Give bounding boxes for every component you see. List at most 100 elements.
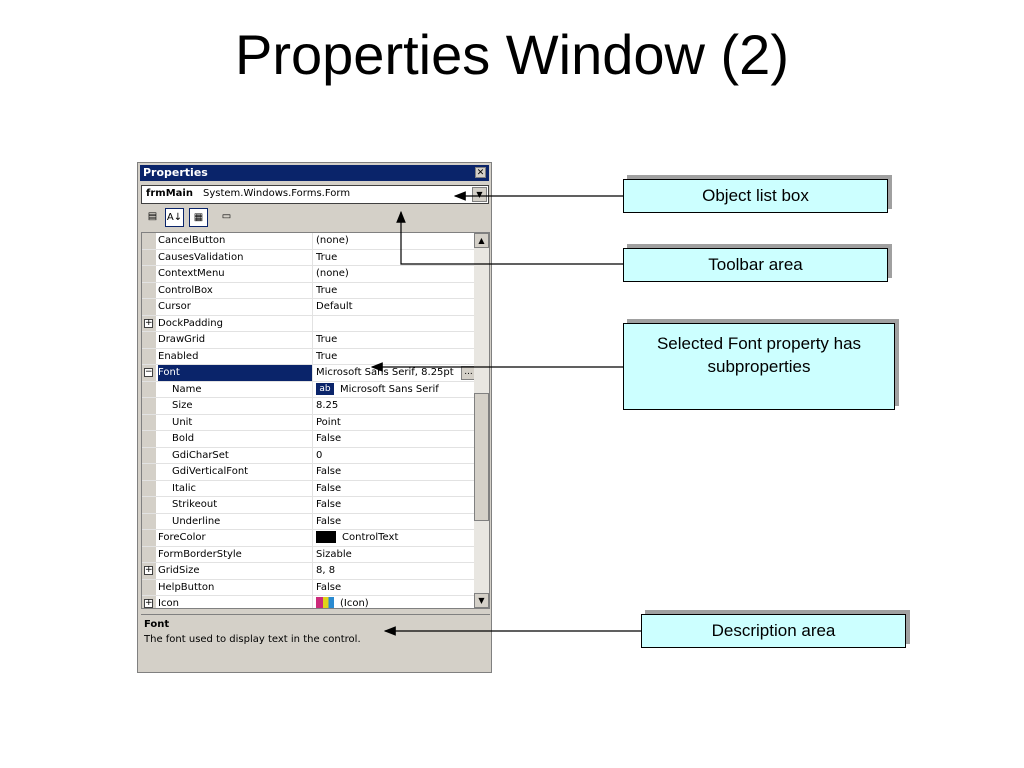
property-name[interactable]: CancelButton <box>158 233 313 249</box>
expand-icon[interactable]: + <box>144 598 153 608</box>
row-gutter <box>142 332 156 348</box>
property-name[interactable]: HelpButton <box>158 579 313 595</box>
object-list-box[interactable]: frmMain System.Windows.Forms.Form ▼ <box>141 185 489 204</box>
property-value[interactable]: Default <box>316 299 476 315</box>
property-row-cancelbutton[interactable]: CancelButton(none) <box>142 233 476 250</box>
property-name[interactable]: Font <box>158 365 313 381</box>
categorized-icon[interactable]: ▤ <box>147 211 158 222</box>
property-value[interactable]: False <box>316 464 476 480</box>
property-name[interactable]: Cursor <box>158 299 313 315</box>
property-name[interactable]: Strikeout <box>158 497 313 513</box>
property-value[interactable]: False <box>316 497 476 513</box>
scroll-down-icon[interactable]: ▼ <box>474 593 489 608</box>
property-value[interactable]: (Icon) <box>316 596 476 608</box>
properties-window: Properties ✕ frmMain System.Windows.Form… <box>137 162 492 673</box>
property-name[interactable]: Bold <box>158 431 313 447</box>
close-icon[interactable]: ✕ <box>475 167 486 178</box>
property-name[interactable]: CausesValidation <box>158 249 313 265</box>
collapse-icon[interactable]: − <box>144 367 153 377</box>
property-value[interactable]: True <box>316 349 476 365</box>
toolbar: ▤ A↓ ▦ ▭ <box>141 207 489 231</box>
row-gutter <box>142 233 156 249</box>
property-value[interactable]: 0 <box>316 448 476 464</box>
property-name[interactable]: ForeColor <box>158 530 313 546</box>
property-value[interactable]: True <box>316 332 476 348</box>
property-value[interactable]: Sizable <box>316 547 476 563</box>
properties-icon[interactable]: ▦ <box>189 208 208 227</box>
property-row-icon[interactable]: + Icon(Icon) <box>142 596 476 608</box>
property-pages-icon[interactable]: ▭ <box>221 211 232 222</box>
property-value[interactable]: 8, 8 <box>316 563 476 579</box>
property-name[interactable]: Icon <box>158 596 313 608</box>
property-name[interactable]: Size <box>158 398 313 414</box>
property-value[interactable]: 8.25 <box>316 398 476 414</box>
property-value-text: True <box>316 334 338 345</box>
property-value[interactable]: True <box>316 283 476 299</box>
property-name[interactable]: DrawGrid <box>158 332 313 348</box>
property-row-dockpadding[interactable]: + DockPadding <box>142 315 476 332</box>
property-value-text: Point <box>316 416 341 428</box>
scroll-thumb[interactable] <box>474 393 489 521</box>
row-gutter <box>142 381 156 397</box>
property-name[interactable]: Name <box>158 381 313 397</box>
property-value-text: (none) <box>316 235 349 246</box>
property-name[interactable]: Italic <box>158 480 313 496</box>
property-name[interactable]: DockPadding <box>158 315 313 331</box>
property-value-text: 8, 8 <box>316 565 336 576</box>
property-name[interactable]: FormBorderStyle <box>158 546 313 562</box>
property-value[interactable]: False <box>316 481 476 497</box>
property-name[interactable]: GdiCharSet <box>158 447 313 463</box>
alphabetical-icon[interactable]: A↓ <box>165 208 184 227</box>
chevron-down-icon[interactable]: ▼ <box>472 187 487 202</box>
property-value[interactable]: Point <box>316 415 476 431</box>
property-value[interactable]: True <box>316 250 476 266</box>
property-name[interactable]: Enabled <box>158 348 313 364</box>
property-name[interactable]: GdiVerticalFont <box>158 464 313 480</box>
callout-toolbar-area: Toolbar area <box>623 248 888 282</box>
vertical-scrollbar[interactable]: ▲ ▼ <box>474 233 489 608</box>
property-name[interactable]: Underline <box>158 513 313 529</box>
expand-icon[interactable]: + <box>144 317 153 328</box>
scroll-up-icon[interactable]: ▲ <box>474 233 489 248</box>
property-row-contextmenu[interactable]: ContextMenu(none) <box>142 266 476 283</box>
row-gutter <box>142 579 156 595</box>
property-name[interactable]: Unit <box>158 414 313 430</box>
property-name[interactable]: ControlBox <box>158 282 313 298</box>
property-value[interactable]: False <box>316 580 476 596</box>
property-value[interactable]: ControlText <box>316 530 476 546</box>
property-value[interactable]: False <box>316 431 476 447</box>
property-value-text: (none) <box>316 268 349 279</box>
property-value[interactable]: Microsoft Sans Serif, 8.25pt <box>316 365 476 381</box>
window-titlebar: Properties ✕ <box>140 165 489 181</box>
property-value-text: False <box>316 466 342 477</box>
form-icon-preview-icon <box>316 597 334 608</box>
property-name[interactable]: GridSize <box>158 563 313 579</box>
property-name[interactable]: ContextMenu <box>158 266 313 282</box>
expand-icon[interactable]: + <box>144 565 153 575</box>
property-value[interactable]: (none) <box>316 233 476 249</box>
property-value-text: False <box>316 433 342 444</box>
property-value[interactable]: False <box>316 514 476 530</box>
property-value[interactable]: (none) <box>316 266 476 282</box>
property-value-text: True <box>316 284 338 296</box>
